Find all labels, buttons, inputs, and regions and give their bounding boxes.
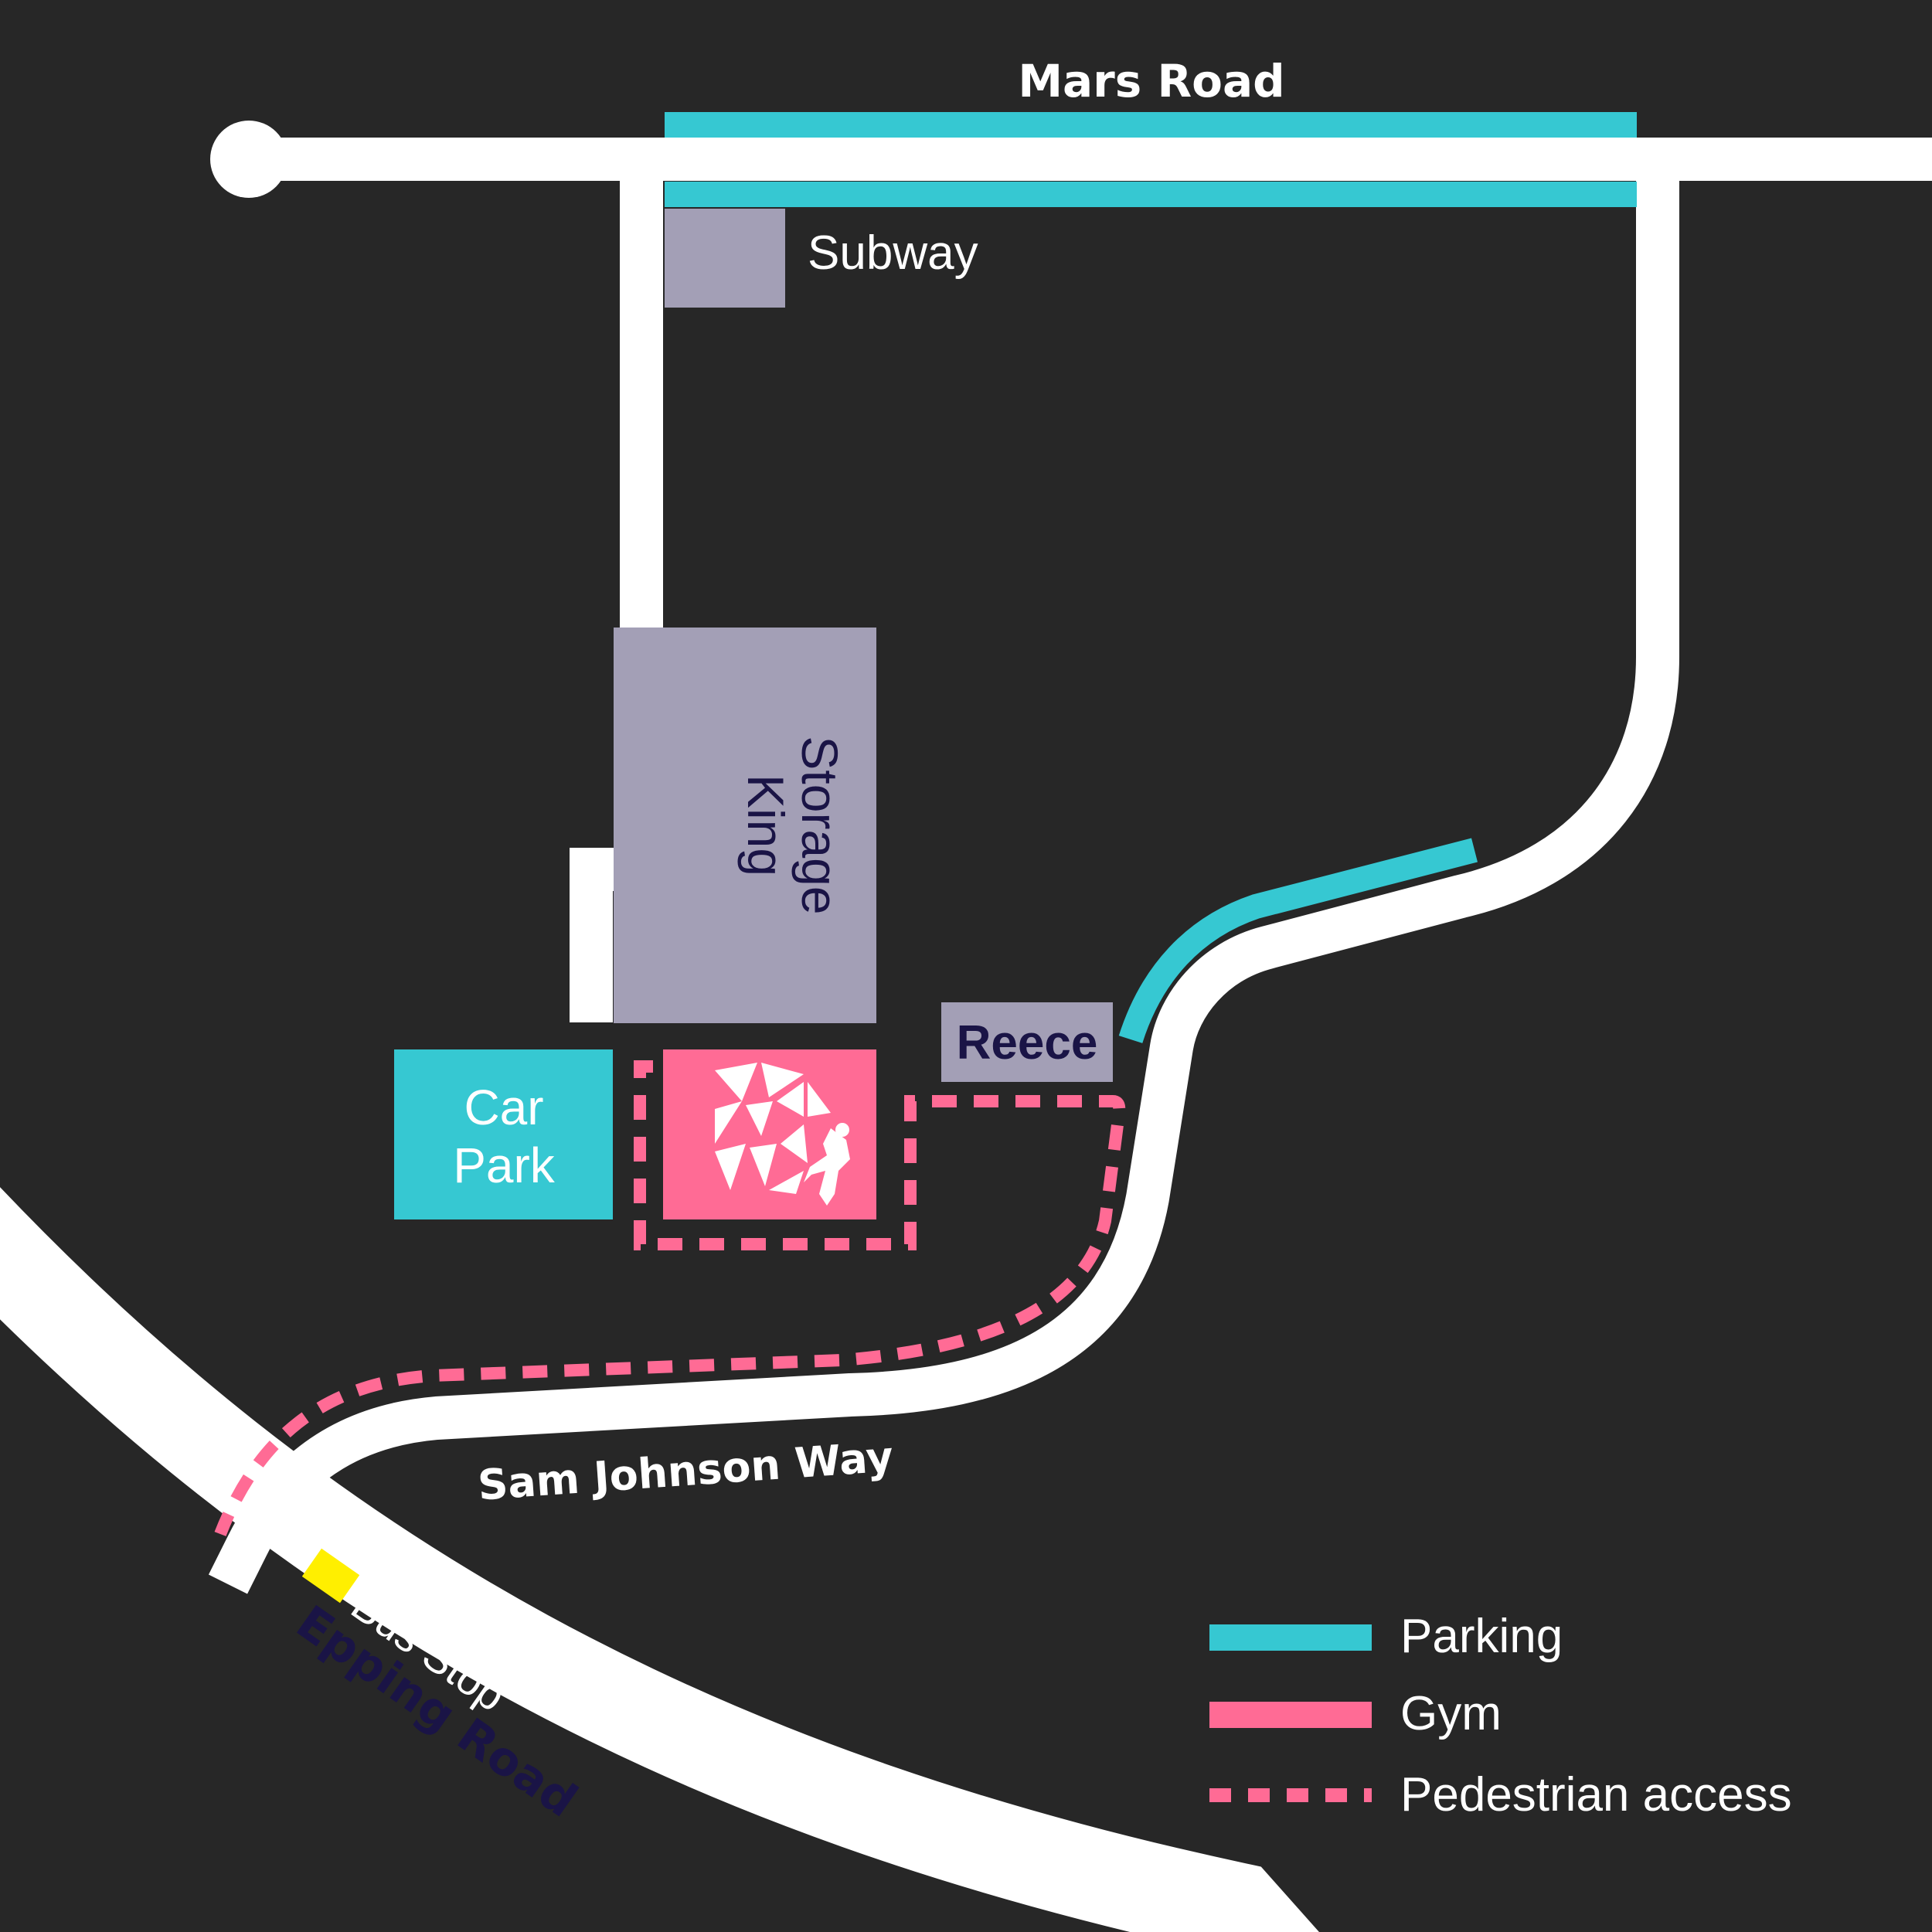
- legend-pedestrian-label: Pedestrian access: [1400, 1768, 1792, 1821]
- legend-gym-label: Gym: [1400, 1687, 1502, 1740]
- mars-road-label: Mars Road: [1018, 55, 1284, 107]
- bus-stop-marker: [301, 1548, 360, 1604]
- legend: Parking Gym Pedestrian access: [1209, 1610, 1792, 1821]
- parking-strip-sam-johnson: [1118, 838, 1478, 1043]
- pedestrian-path-gym: [214, 1060, 1126, 1536]
- car-park-label-line1: Car: [464, 1080, 543, 1135]
- legend-gym-swatch: [1209, 1702, 1372, 1728]
- climbing-gym-logo-icon: [715, 1063, 850, 1206]
- storage-king-label-line2: King: [737, 774, 794, 876]
- parking-strip-mars-south: [665, 182, 1637, 207]
- reece-label: Reece: [957, 1016, 1098, 1070]
- parking-strip-mars-north: [665, 112, 1637, 138]
- reece-building: [941, 1002, 1113, 1082]
- sam-johnson-way: [208, 159, 1679, 1594]
- car-park-label-line2: Park: [453, 1138, 556, 1193]
- storage-king-label-line1: Storage: [791, 736, 849, 914]
- legend-parking-swatch: [1209, 1624, 1372, 1651]
- mars-road-dead-end: [210, 121, 287, 198]
- car-park: [394, 1049, 613, 1219]
- subway-label: Subway: [808, 226, 978, 280]
- storage-king-building: [614, 628, 876, 1023]
- legend-parking-label: Parking: [1400, 1610, 1563, 1663]
- epping-road: [0, 1187, 1319, 1932]
- subway-building: [665, 209, 785, 308]
